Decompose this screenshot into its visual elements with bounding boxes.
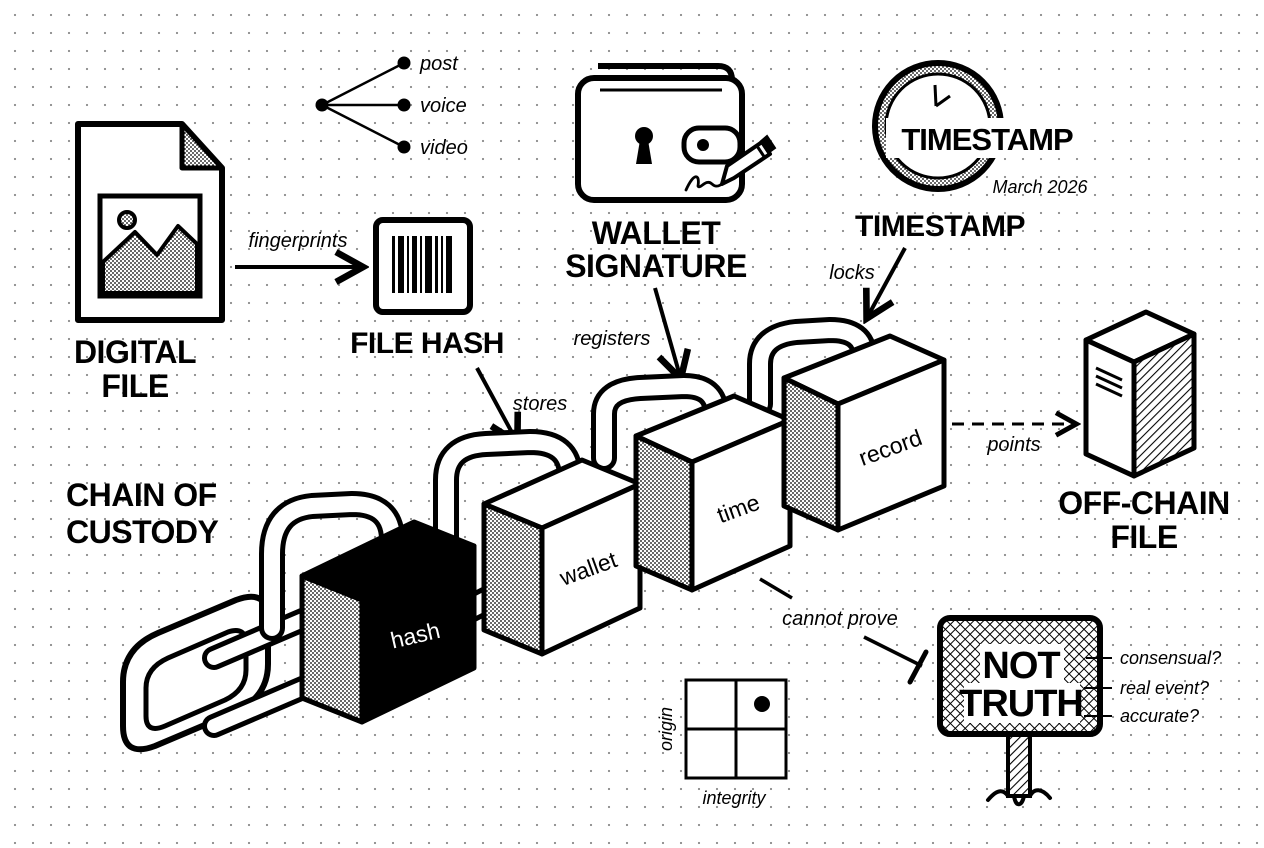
not-truth-sign	[937, 615, 1103, 807]
file-hash-label: FILE HASH	[350, 327, 504, 360]
block-record	[781, 333, 947, 533]
media-types-tree	[315, 56, 411, 154]
cannot-prove-inhibit-line	[863, 635, 923, 668]
server-icon	[1083, 309, 1197, 479]
off-chain-file-label-1: OFF-CHAIN	[1058, 485, 1229, 521]
question-leader-lines	[1084, 657, 1112, 717]
media-post-label: post	[419, 53, 459, 75]
not-truth-label-2: TRUTH	[959, 683, 1083, 725]
stamp-word: TIMESTAMP	[901, 122, 1073, 157]
matrix-marker	[754, 696, 770, 712]
media-voice-label: voice	[420, 95, 467, 117]
wallet-icon	[575, 63, 745, 203]
digital-file-label-2: FILE	[101, 368, 168, 404]
clock-stamp-icon	[872, 60, 1090, 192]
block-wallet	[481, 457, 643, 657]
cannot-prove-label: cannot prove	[782, 608, 898, 630]
digital-file-label-1: DIGITAL	[74, 334, 196, 370]
registers-arrow	[653, 287, 680, 376]
wallet-signature-label-1: WALLET	[592, 215, 721, 251]
timestamp-label: TIMESTAMP	[855, 210, 1025, 243]
question-accurate: accurate?	[1120, 706, 1199, 726]
stores-label: stores	[513, 393, 567, 415]
registers-label: registers	[574, 328, 651, 350]
wallet-signature-label-2: SIGNATURE	[565, 248, 747, 284]
rear-chain-links	[259, 317, 877, 641]
locks-label: locks	[829, 262, 875, 284]
off-chain-file-label-2: FILE	[1110, 519, 1177, 555]
block-hash	[299, 519, 477, 725]
cannot-prove-tick	[759, 577, 793, 600]
digital-file-icon	[75, 121, 225, 323]
question-real-event: real event?	[1120, 678, 1209, 698]
barcode-icon	[373, 217, 473, 315]
stores-arrow	[475, 367, 516, 440]
block-time	[633, 393, 793, 593]
pen-signature-icon	[684, 134, 777, 192]
stamp-date: March 2026	[992, 177, 1088, 197]
fingerprints-label: fingerprints	[249, 230, 348, 252]
cannot-prove-bar	[907, 649, 929, 685]
points-label: points	[986, 434, 1040, 456]
matrix-y-label: origin	[656, 707, 676, 751]
locks-arrow	[868, 247, 907, 316]
matrix-x-label: integrity	[702, 788, 766, 808]
media-video-label: video	[420, 137, 468, 159]
not-truth-label-1: NOT	[982, 645, 1060, 687]
question-consensual: consensual?	[1120, 648, 1221, 668]
chain-of-custody-label-1: CHAIN OF	[66, 477, 217, 513]
chain-of-custody-label-2: CUSTODY	[66, 514, 219, 550]
origin-integrity-matrix	[684, 678, 788, 780]
